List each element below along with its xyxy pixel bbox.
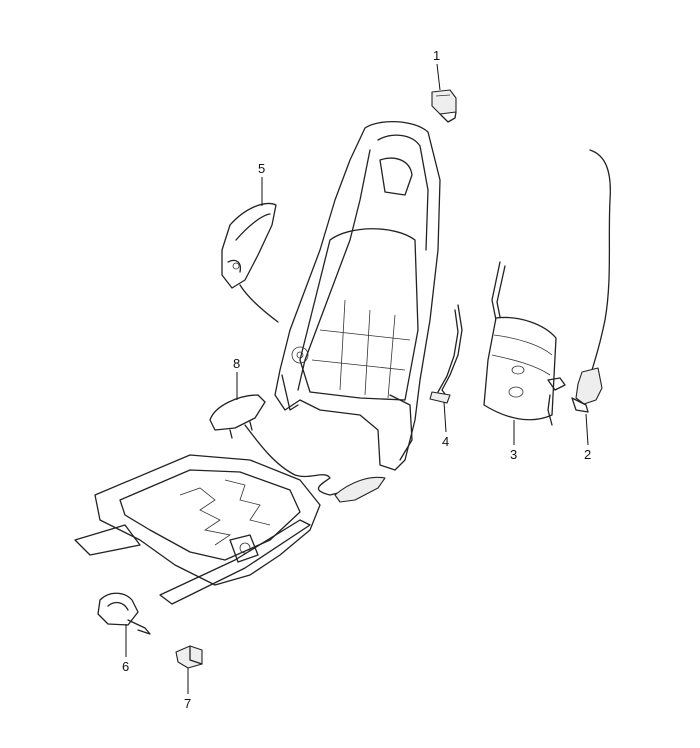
part-6-control-unit <box>97 592 151 635</box>
part-1-connector <box>431 89 457 123</box>
part-3-heating-mat <box>483 261 566 426</box>
part-5-side-airbag <box>221 202 279 323</box>
part-4-sensor-strip <box>429 304 463 404</box>
callout-5: 5 <box>258 161 265 176</box>
leader-line-1 <box>436 63 441 91</box>
callout-1: 1 <box>433 48 440 63</box>
part-2-wiring-harness <box>571 149 611 413</box>
callout-3: 3 <box>510 447 517 462</box>
callout-2: 2 <box>584 447 591 462</box>
seat-base-frame <box>74 454 321 605</box>
backrest-frame <box>274 120 441 471</box>
part-7-connector <box>175 645 203 669</box>
leader-line-2 <box>585 413 589 446</box>
callout-8: 8 <box>233 356 240 371</box>
callout-7: 7 <box>184 696 191 711</box>
leader-line-4 <box>443 401 447 433</box>
part-8-cushion-airbag <box>209 394 386 503</box>
callout-6: 6 <box>122 659 129 674</box>
callout-4: 4 <box>442 434 449 449</box>
